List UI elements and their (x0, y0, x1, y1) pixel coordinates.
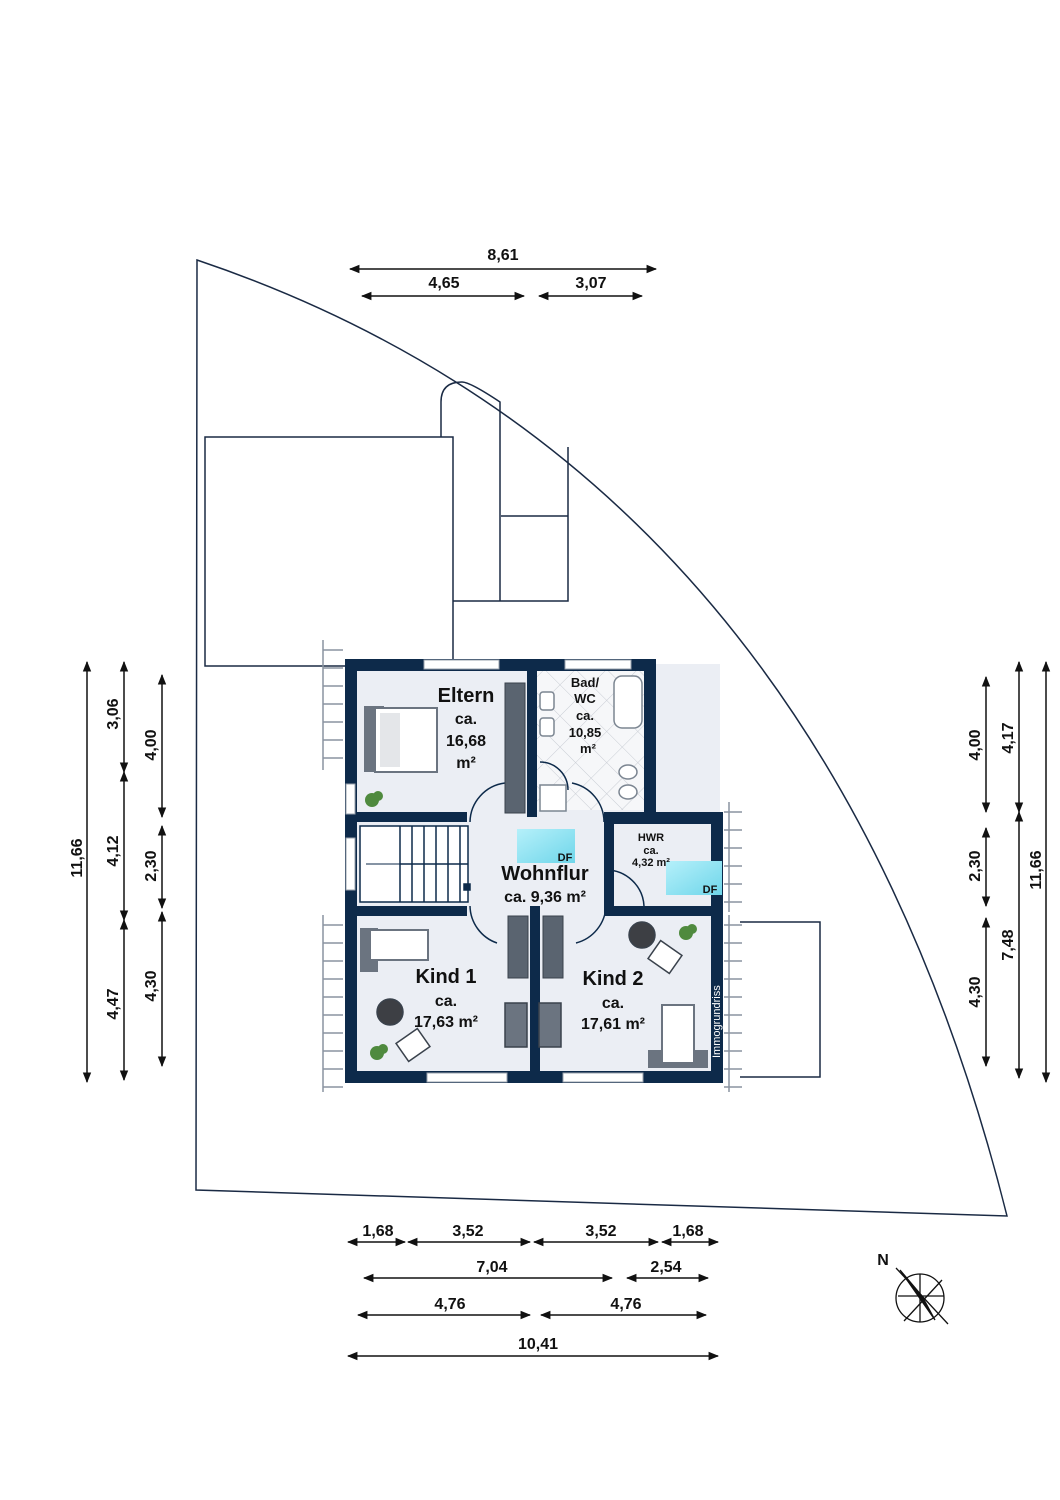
plants (365, 791, 697, 1060)
dim-bottom-1b: 3,52 (452, 1223, 483, 1240)
room-bad-name: Bad/ (571, 675, 600, 690)
dim-bottom-1a: 1,68 (362, 1223, 393, 1240)
skylight-label-1: DF (558, 852, 573, 864)
room-kind1-name: Kind 1 (415, 966, 476, 988)
dim-left-a1: 3,06 (105, 698, 122, 729)
room-hwr-area-2: 4,32 m² (632, 857, 670, 869)
dim-bottom-3b: 4,76 (610, 1296, 641, 1313)
room-eltern-area-1: ca. (455, 711, 477, 728)
dimension-lines (82, 264, 1051, 1361)
dim-left-a3: 4,47 (105, 988, 122, 1019)
dim-left-b3: 4,30 (143, 970, 160, 1001)
bed-kind1 (360, 928, 429, 972)
dim-right-a2: 7,48 (1000, 929, 1017, 960)
dim-top-right: 3,07 (575, 275, 606, 292)
room-wohnflur-area: ca. 9,36 m² (504, 889, 586, 906)
shutters (322, 640, 742, 1092)
desks (376, 921, 684, 1063)
roof-outline (204, 381, 821, 1078)
dim-left-b1: 4,00 (143, 729, 160, 760)
dim-right-total: 11,66 (1028, 850, 1045, 889)
room-eltern-name: Eltern (438, 685, 495, 707)
room-bad-area-2: 10,85 (569, 725, 602, 740)
room-kind2-name: Kind 2 (582, 968, 643, 990)
dim-top-total: 8,61 (487, 247, 518, 264)
room-kind2-area-1: ca. (602, 995, 624, 1012)
bathroom-fixtures (539, 675, 643, 812)
room-bad-name-2: WC (574, 691, 596, 706)
room-kind1-area-1: ca. (435, 993, 457, 1010)
compass-icon (895, 1267, 949, 1325)
staircase (359, 825, 471, 903)
skylight-wohnflur (517, 829, 575, 863)
room-eltern-area-2: 16,68 (446, 733, 486, 750)
dim-bottom-2b: 2,54 (650, 1259, 681, 1276)
dim-left-total: 11,66 (69, 838, 86, 877)
compass-label: N (877, 1252, 889, 1269)
bed-eltern (364, 706, 438, 773)
skylight-hwr (666, 861, 722, 895)
dim-right-b2: 2,30 (967, 850, 984, 881)
door-swings (469, 761, 645, 944)
dim-right-b1: 4,00 (967, 729, 984, 760)
dim-right-a1: 4,17 (1000, 722, 1017, 753)
room-hwr-name: HWR (638, 832, 664, 844)
lot-boundary (195, 258, 1008, 1217)
dim-bottom-1c: 3,52 (585, 1223, 616, 1240)
dim-bottom-1d: 1,68 (672, 1223, 703, 1240)
dim-bottom-2a: 7,04 (476, 1259, 507, 1276)
room-kind1-area-2: 17,63 m² (414, 1014, 478, 1031)
room-bad-area-1: ca. (576, 708, 594, 723)
dim-bottom-3a: 4,76 (434, 1296, 465, 1313)
watermark: Immogrundriss (711, 985, 723, 1058)
dim-top-left: 4,65 (428, 275, 459, 292)
windows (345, 659, 644, 1083)
dim-left-a2: 4,12 (105, 835, 122, 866)
room-eltern-area-3: m² (456, 755, 476, 772)
room-kind2-area-2: 17,61 m² (581, 1016, 645, 1033)
room-bad-area-3: m² (580, 741, 597, 756)
bed-kind2 (648, 1004, 708, 1068)
room-hwr-area-1: ca. (643, 845, 658, 857)
dim-bottom-4: 10,41 (518, 1336, 558, 1353)
dim-left-b2: 2,30 (143, 850, 160, 881)
skylight-label-2: DF (703, 884, 718, 896)
wardrobes (504, 682, 564, 979)
dim-right-b3: 4,30 (967, 976, 984, 1007)
room-wohnflur-name: Wohnflur (501, 863, 589, 885)
